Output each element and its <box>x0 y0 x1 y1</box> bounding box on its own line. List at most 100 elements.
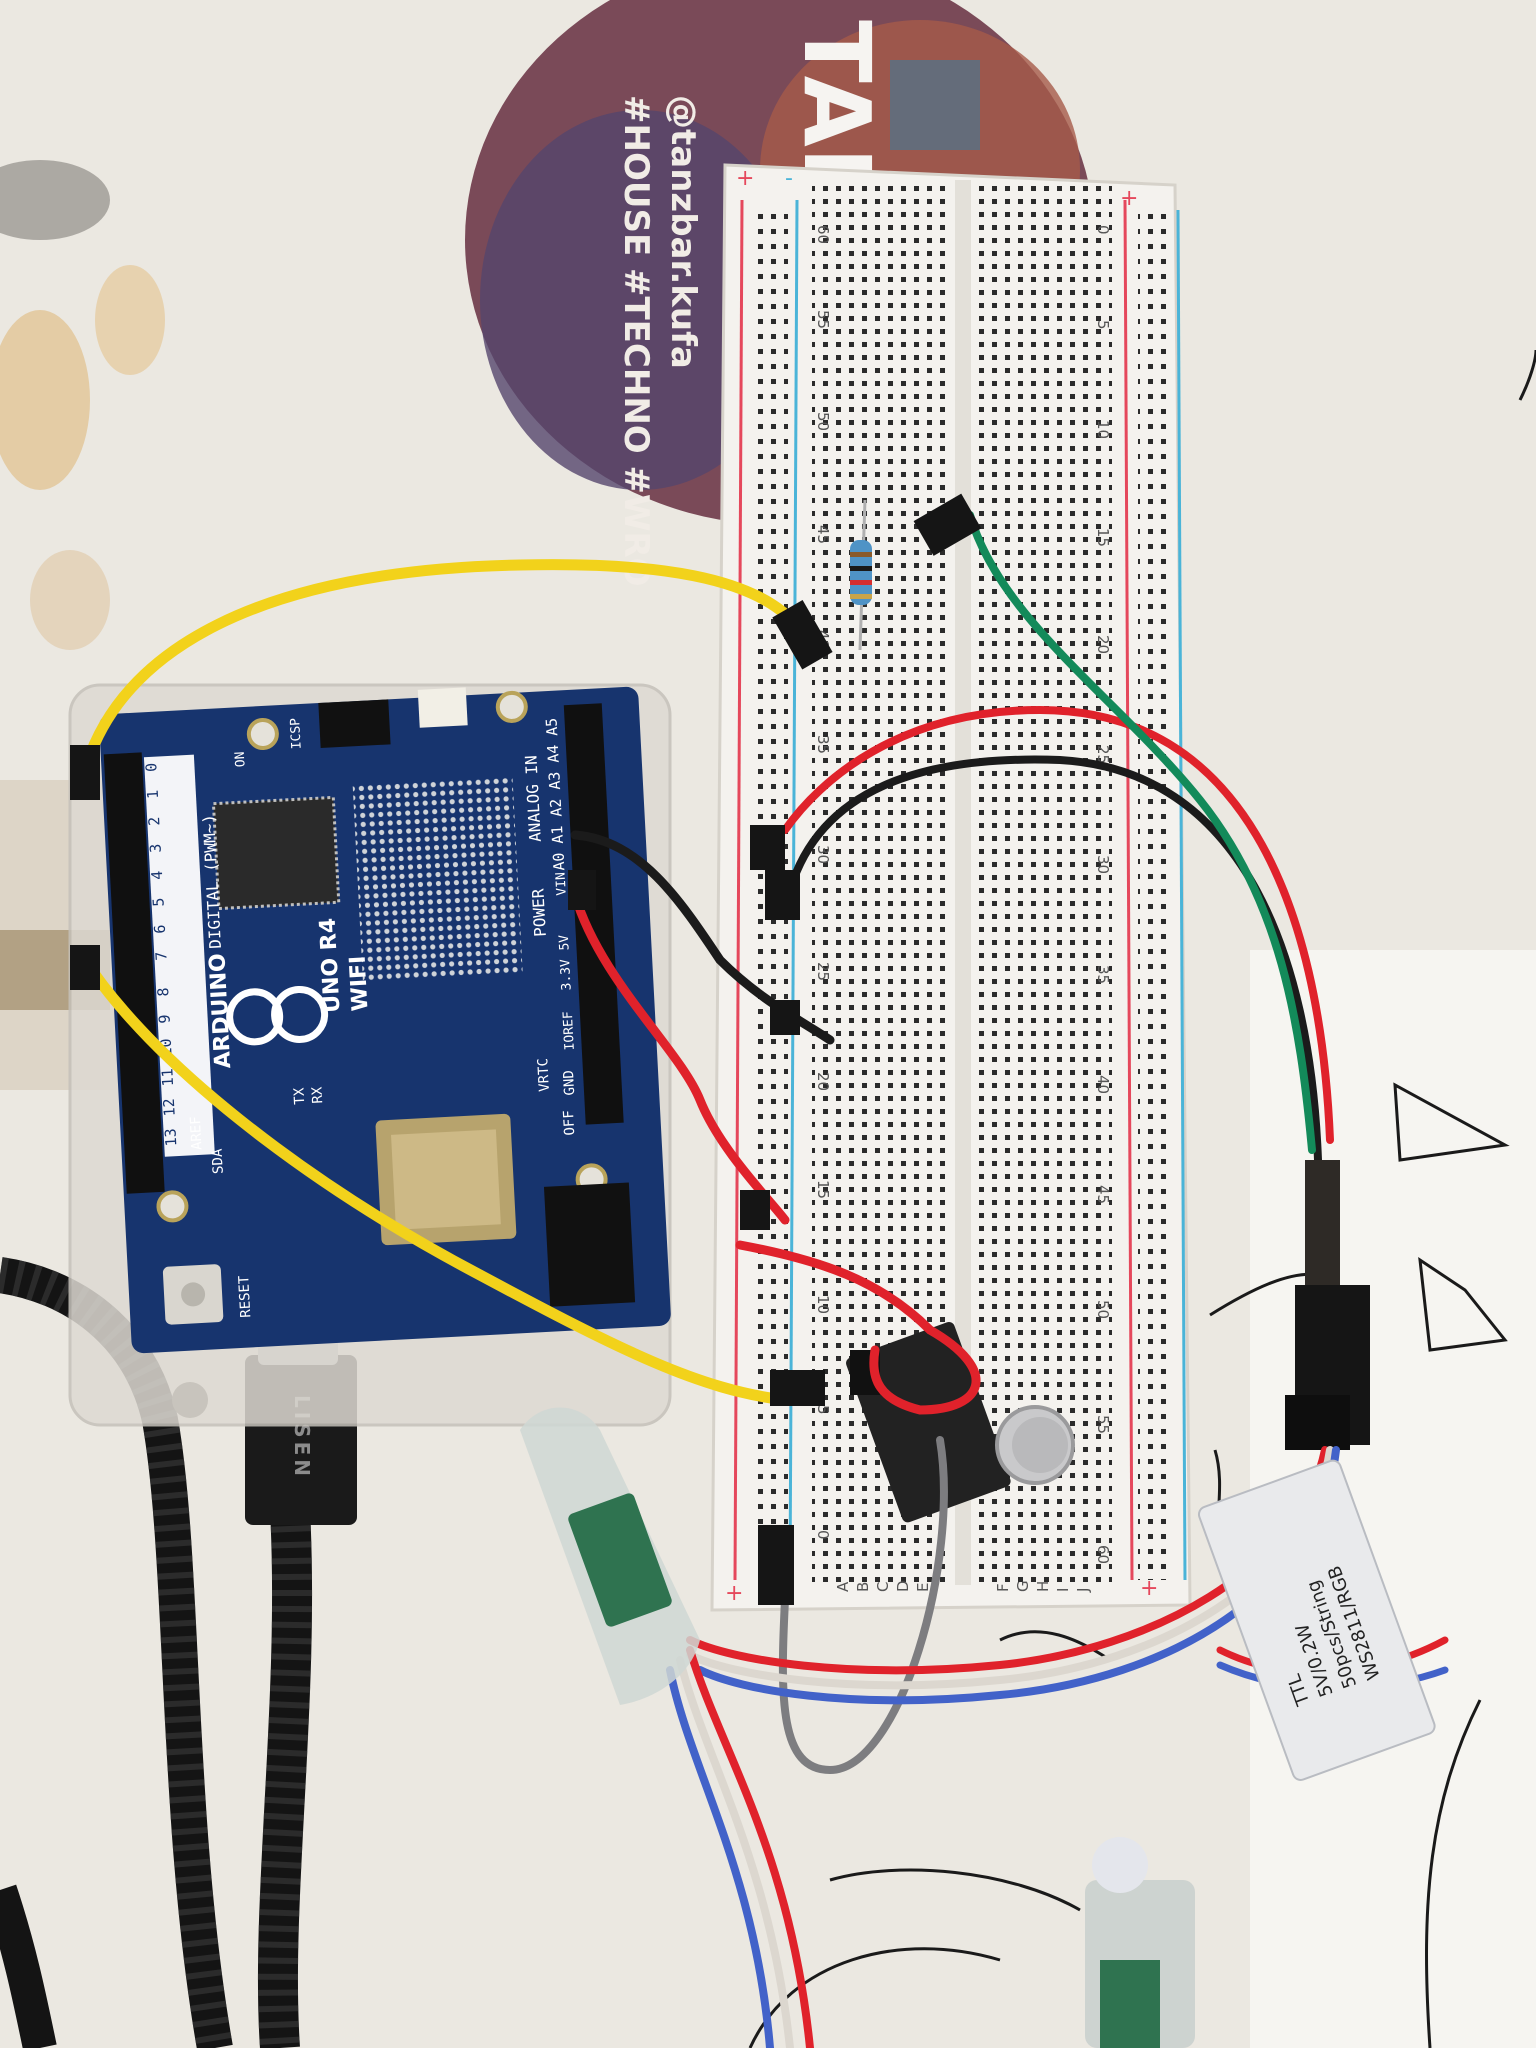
row-number: 0 <box>814 1530 832 1540</box>
pin-label-d2: 2 <box>145 816 163 826</box>
arduino-variant-label: WIFI <box>346 955 374 1012</box>
pin-label-d0: 0 <box>142 762 160 772</box>
connector-yellow-top <box>772 600 833 670</box>
row-number: 45 <box>814 525 832 544</box>
rail-plus-top-left: + <box>736 166 754 191</box>
reset-label: RESET <box>236 1275 254 1318</box>
power-label: POWER <box>528 888 550 937</box>
pin-label-d5: 5 <box>149 897 167 907</box>
column-letters: A B C D E F G H I J <box>834 1580 1092 1593</box>
red-wire-sensor <box>735 1240 981 1415</box>
row-number: 5 <box>814 1405 832 1415</box>
row-number: 30 <box>1094 855 1112 874</box>
sticker-tags: #HOUSE #TECHNO #WRO <box>616 95 656 587</box>
pin-label-a3: A3 <box>545 771 564 790</box>
pin-label-a2: A2 <box>547 798 566 817</box>
dc-power-jack <box>543 1182 636 1307</box>
black-wire-led-ground <box>786 755 1322 1164</box>
connector-green-top <box>913 493 982 556</box>
pin-label-d13: 13 <box>161 1128 180 1147</box>
row-number: 0 <box>1094 225 1112 235</box>
pin-label-d12: 12 <box>160 1098 179 1117</box>
vin-label: VIN <box>554 872 570 896</box>
resistor <box>850 499 872 651</box>
column-letter: D <box>894 1580 912 1592</box>
row-number: 20 <box>814 1072 832 1091</box>
row-number: 10 <box>1094 420 1112 439</box>
aref-label: AREF <box>188 1116 206 1151</box>
on-led-label: ON <box>233 751 249 767</box>
column-letter: G <box>1014 1580 1032 1592</box>
pin-label-d1: 1 <box>144 789 162 799</box>
column-letter: B <box>854 1582 872 1592</box>
red-wire-arduino <box>570 890 790 1225</box>
connector-black-left <box>750 825 785 870</box>
row-number: 55 <box>814 310 832 329</box>
analog-in-label: ANALOG IN <box>521 755 545 843</box>
column-letter: C <box>874 1582 892 1592</box>
right-rail-blue-line <box>1176 209 1187 1581</box>
rx-led-label: RX <box>309 1086 326 1104</box>
row-number: 30 <box>814 845 832 864</box>
rail-plus-bottom-right: + <box>1140 1576 1158 1601</box>
off-label: OFF <box>561 1110 578 1136</box>
row-number: 15 <box>1094 528 1112 547</box>
row-number: 55 <box>1094 1415 1112 1434</box>
row-number: 10 <box>814 1295 832 1314</box>
analog-pin-labels: A5 A4 A3 A2 A1 A0 <box>542 717 568 871</box>
sound-sensor-module <box>846 1321 1075 1523</box>
row-number: 45 <box>1094 1185 1112 1204</box>
row-number: 35 <box>814 735 832 754</box>
ioref-label: IOREF <box>561 1011 578 1051</box>
rail-plus-top-right: + <box>1120 186 1138 211</box>
pin-label-a4: A4 <box>544 744 563 763</box>
connector-black-2 <box>765 870 800 920</box>
ws2811-led-pixel <box>520 1407 700 1705</box>
icsp-label: ICSP <box>288 717 305 749</box>
right-power-rail-holes <box>1138 210 1174 1580</box>
row-number: 60 <box>814 225 832 244</box>
5v-label: 5V <box>557 934 573 951</box>
sda-label: SDA <box>209 1148 226 1175</box>
pin-label-d11: 11 <box>158 1068 177 1087</box>
red-wire-led-power <box>781 705 1334 1144</box>
row-number: 20 <box>1094 635 1112 654</box>
arduino-model-label: UNO R4 <box>316 917 346 1013</box>
row-number: 15 <box>814 1180 832 1199</box>
qwiic-connector <box>417 687 468 728</box>
column-letter: A <box>834 1581 852 1592</box>
digital-header <box>103 752 165 1194</box>
connector-red-arduino <box>740 1190 770 1230</box>
row-number: 5 <box>1094 320 1112 330</box>
vrtc-label: VRTC <box>535 1058 553 1093</box>
row-number: 50 <box>1094 1300 1112 1319</box>
yellow-wire-top <box>79 559 806 776</box>
led-strip-label-tag: WS2811/RGB 50pcs/String 5V/0.2W TTL <box>1197 1459 1436 1781</box>
arduino-infinity-logo <box>226 988 284 1046</box>
pin-label-d4: 4 <box>148 870 166 880</box>
right-row-numbers: 0 5 10 15 20 25 30 35 40 45 50 55 60 <box>1094 225 1112 1564</box>
pin-label-d9: 9 <box>155 1014 173 1024</box>
pin-label-a5: A5 <box>542 717 561 736</box>
row-number: 40 <box>1094 1075 1112 1094</box>
gray-wire-sensor <box>778 1436 948 1775</box>
left-rail-red-line <box>733 199 744 1581</box>
tx-led-label: TX <box>291 1087 308 1105</box>
row-number: 50 <box>814 412 832 431</box>
right-rail-red-line <box>1123 199 1134 1581</box>
rail-minus-top-left: - <box>785 166 793 191</box>
connector-yellow-bottom <box>770 1370 825 1406</box>
led-matrix <box>352 774 523 984</box>
pin-label-a0: A0 <box>549 852 568 871</box>
rail-plus-bottom-left: + <box>725 1581 743 1606</box>
gnd-label: GND <box>561 1070 578 1096</box>
connector-black-mid <box>770 1000 800 1035</box>
led-strip-connector <box>1285 1160 1370 1450</box>
sticker-handle: @tanzbar.kufa <box>663 95 703 369</box>
column-letter: J <box>1074 1588 1092 1593</box>
green-wire-led-data <box>966 511 1316 1154</box>
jumper-wires <box>79 511 1334 1775</box>
pin-label-d7: 7 <box>152 951 170 961</box>
column-letter: F <box>994 1583 1012 1592</box>
